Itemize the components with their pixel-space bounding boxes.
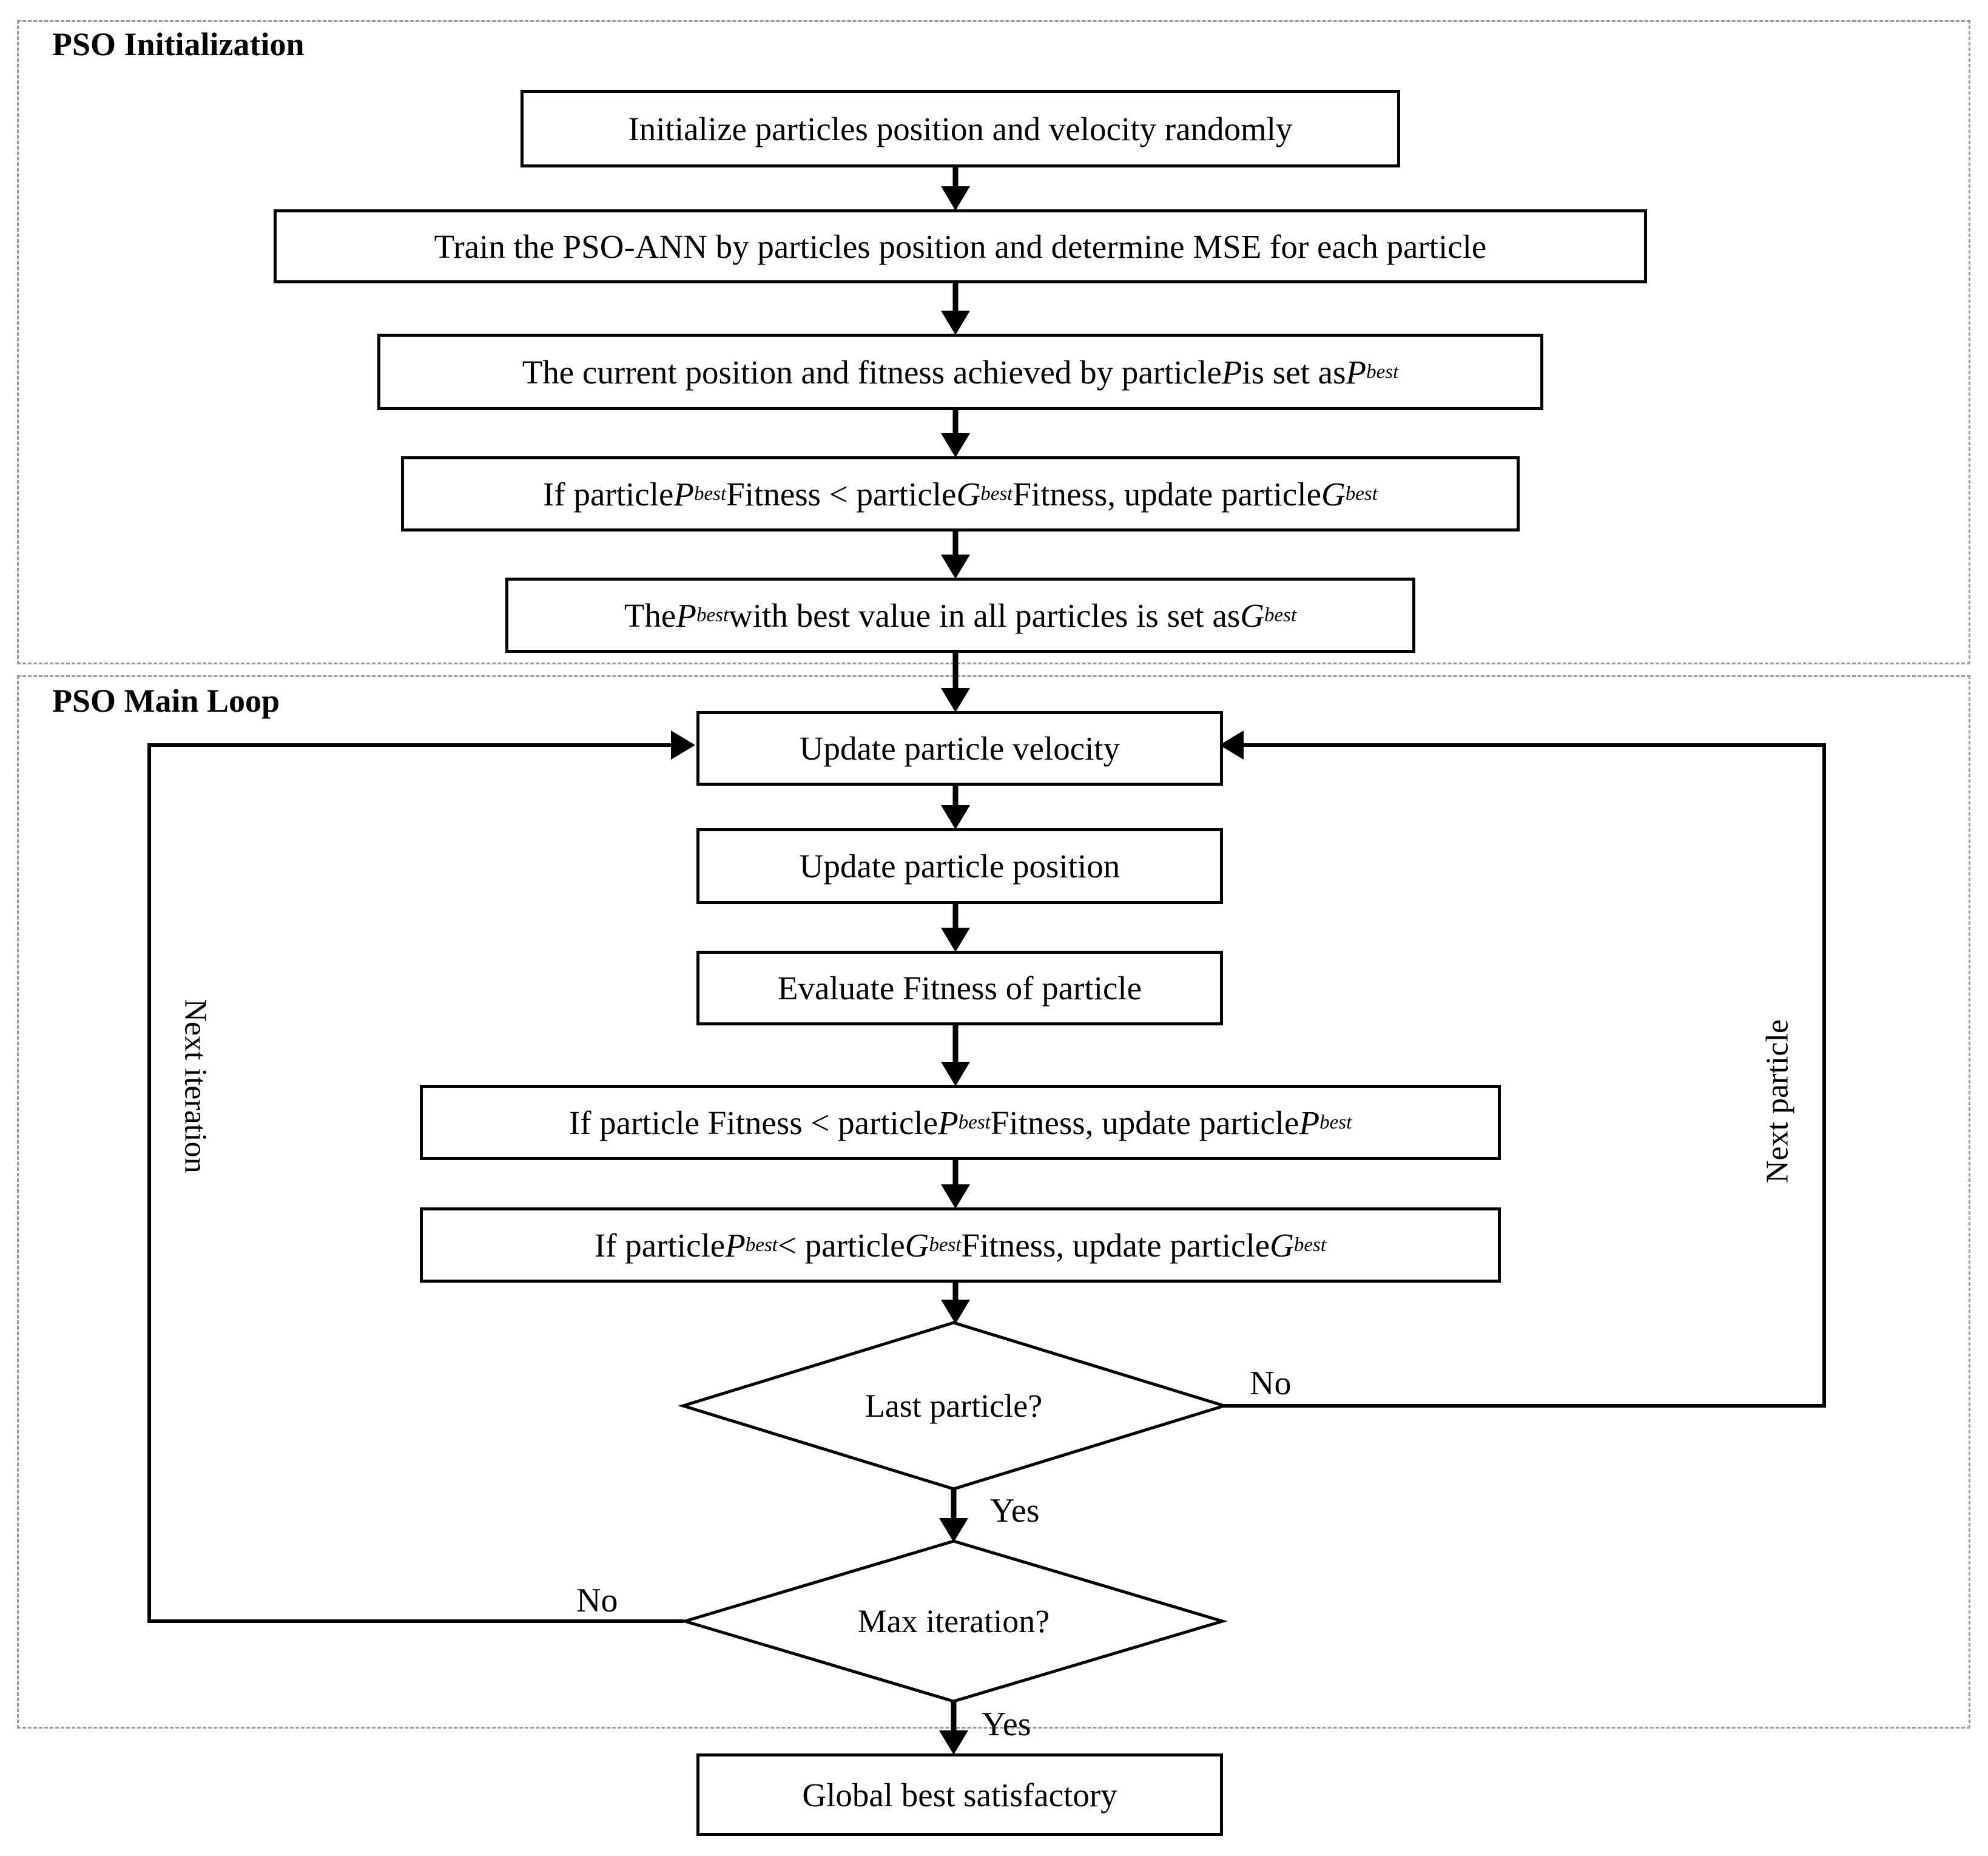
loop-next-iteration-line [147,743,684,1623]
arrowhead-down-icon [941,1184,970,1209]
arrowhead-down-icon [941,805,970,829]
connector-lines [951,161,959,1733]
section-title-initialization: PSO Initialization [52,26,305,62]
node-global-best: Global best satisfactory [696,1753,1223,1836]
arrowhead-right-icon [671,731,695,760]
node-train-pso-ann: Train the PSO-ANN by particles position … [274,209,1647,283]
arrowhead-down-icon [941,555,970,579]
loop-caption-next-iteration: Next iteration [178,999,213,1173]
arrowhead-down-icon [941,1062,970,1086]
loop-next-particle-line [1224,743,1826,1408]
section-title-main-loop: PSO Main Loop [52,683,280,719]
section-frame-initialization [17,20,1970,664]
arrowhead-down-icon [941,928,970,952]
node-initialize-particles: Initialize particles position and veloci… [521,90,1400,167]
decision-label-last-particle: Last particle? [864,1388,1043,1424]
arrowhead-down-icon [941,186,970,211]
connector-arrowheads [939,186,970,1755]
node-update-position: Update particle position [696,828,1223,904]
node-evaluate-fitness: Evaluate Fitness of particle [696,951,1223,1025]
arrowhead-down-icon [941,311,970,335]
edge-label-max-iteration-yes: Yes [982,1706,1031,1743]
arrowhead-down-icon [941,433,970,457]
node-update-velocity: Update particle velocity [696,711,1223,786]
arrowhead-left-icon [1219,731,1244,760]
decision-diamond-max-iteration [679,1539,1228,1703]
arrowhead-down-icon [941,688,970,712]
arrowhead-down-icon [939,1518,968,1542]
decision-diamond-last-particle [678,1321,1230,1491]
edge-label-last-particle-no: No [1250,1365,1292,1402]
edge-label-max-iteration-no: No [576,1582,618,1619]
loop-caption-next-particle: Next particle [1760,1019,1795,1183]
section-frame-main-loop [17,675,1970,1729]
arrowhead-down-icon [939,1730,968,1755]
node-set-pbest: The current position and fitness achieve… [377,334,1543,410]
decision-label-max-iteration: Max iteration? [857,1603,1050,1639]
edge-label-last-particle-yes: Yes [990,1492,1040,1530]
arrowhead-down-icon [941,1300,970,1324]
